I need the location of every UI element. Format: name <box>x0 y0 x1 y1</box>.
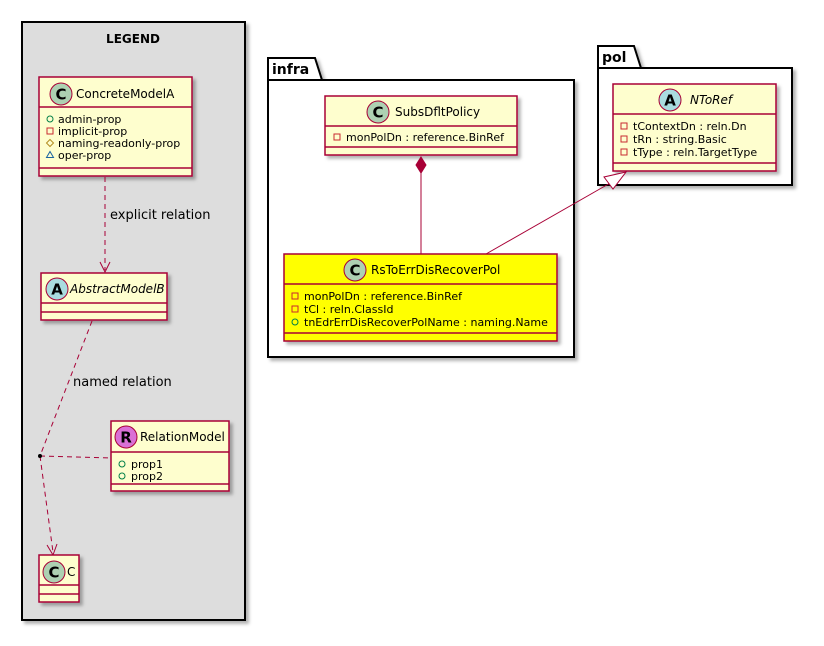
named-relation-edge: named relation <box>38 320 172 557</box>
class-stereotype-c-icon: C <box>343 258 367 282</box>
private-visibility-icon <box>333 133 341 141</box>
stereotype-letter: C <box>55 86 66 104</box>
attribute: implicit-prop <box>58 125 127 138</box>
class-name: RelationModel <box>140 430 225 444</box>
class-concrete-model-a: C ConcreteModelA admin-prop implicit-pro… <box>38 76 193 177</box>
class-stereotype-c-icon: C <box>366 100 390 124</box>
attribute: naming-readonly-prop <box>58 137 180 150</box>
class-stereotype-r-icon: R <box>114 425 138 449</box>
attribute: tRn : string.Basic <box>633 133 727 146</box>
composition-diamond-icon <box>415 156 427 174</box>
class-name: RsToErrDisRecoverPol <box>371 263 500 277</box>
package-pol: pol A NToRef tContextDn : reln.Dn tRn : … <box>597 45 793 186</box>
class-abstract-model-b: A AbstractModelB <box>40 272 168 321</box>
attribute: monPolDn : reference.BinRef <box>346 131 505 144</box>
attribute: prop1 <box>131 458 163 471</box>
package-infra: infra C SubsDfltPolicy monPolDn : refere… <box>267 57 575 358</box>
composition-edge <box>415 156 427 254</box>
private-visibility-icon <box>620 122 628 130</box>
generalization-arrow-icon <box>603 171 628 190</box>
stereotype-letter: R <box>120 429 132 447</box>
attribute: oper-prop <box>58 149 111 162</box>
legend-panel: LEGEND C ConcreteModelA admin-prop impli… <box>21 21 246 621</box>
class-stereotype-c-icon: C <box>49 82 73 106</box>
public-visibility-icon <box>291 318 299 326</box>
class-relation-model: R RelationModel prop1 prop2 <box>110 420 230 492</box>
attribute: prop2 <box>131 470 163 483</box>
public-visibility-icon <box>118 472 126 480</box>
class-name: AbstractModelB <box>69 282 165 296</box>
attribute: tCl : reln.ClassId <box>304 303 394 316</box>
generalization-edge <box>485 171 628 255</box>
explicit-relation-edge: explicit relation <box>99 177 210 274</box>
attribute: tContextDn : reln.Dn <box>633 120 747 133</box>
explicit-relation-label: explicit relation <box>110 208 210 223</box>
association-point <box>38 454 42 458</box>
package-name: pol <box>602 50 626 66</box>
class-ntoref: A NToRef tContextDn : reln.Dn tRn : stri… <box>612 83 777 172</box>
class-name: SubsDfltPolicy <box>395 105 480 119</box>
attribute: admin-prop <box>58 113 121 126</box>
class-rs-to-err-dis-recover-pol: C RsToErrDisRecoverPol monPolDn : refere… <box>283 253 558 342</box>
public-visibility-icon <box>46 115 54 123</box>
private-visibility-icon <box>291 305 299 313</box>
legend-title: LEGEND <box>106 32 160 46</box>
attribute: tType : reln.TargetType <box>633 146 757 159</box>
public-visibility-icon <box>118 460 126 468</box>
private-visibility-icon <box>620 148 628 156</box>
attribute: monPolDn : reference.BinRef <box>304 290 463 303</box>
class-name: NToRef <box>690 93 734 107</box>
named-relation-label: named relation <box>73 375 172 390</box>
class-name: C <box>67 565 75 579</box>
private-visibility-icon <box>46 127 54 135</box>
attribute: tnEdrErrDisRecoverPolName : naming.Name <box>304 316 548 329</box>
stereotype-letter: C <box>349 262 360 280</box>
stereotype-letter: C <box>48 564 59 582</box>
package-visibility-icon <box>45 150 55 158</box>
class-c: C C <box>38 554 80 603</box>
class-stereotype-a-icon: A <box>45 277 69 301</box>
class-stereotype-c-icon: C <box>42 560 66 584</box>
class-stereotype-a-icon: A <box>658 88 682 112</box>
protected-visibility-icon <box>45 138 55 148</box>
class-subs-dflt-policy: C SubsDfltPolicy monPolDn : reference.Bi… <box>324 95 518 156</box>
private-visibility-icon <box>620 135 628 143</box>
stereotype-letter: A <box>664 92 676 110</box>
class-name: ConcreteModelA <box>76 87 175 101</box>
stereotype-letter: A <box>51 281 63 299</box>
stereotype-letter: C <box>372 104 383 122</box>
private-visibility-icon <box>291 292 299 300</box>
package-name: infra <box>272 62 309 78</box>
